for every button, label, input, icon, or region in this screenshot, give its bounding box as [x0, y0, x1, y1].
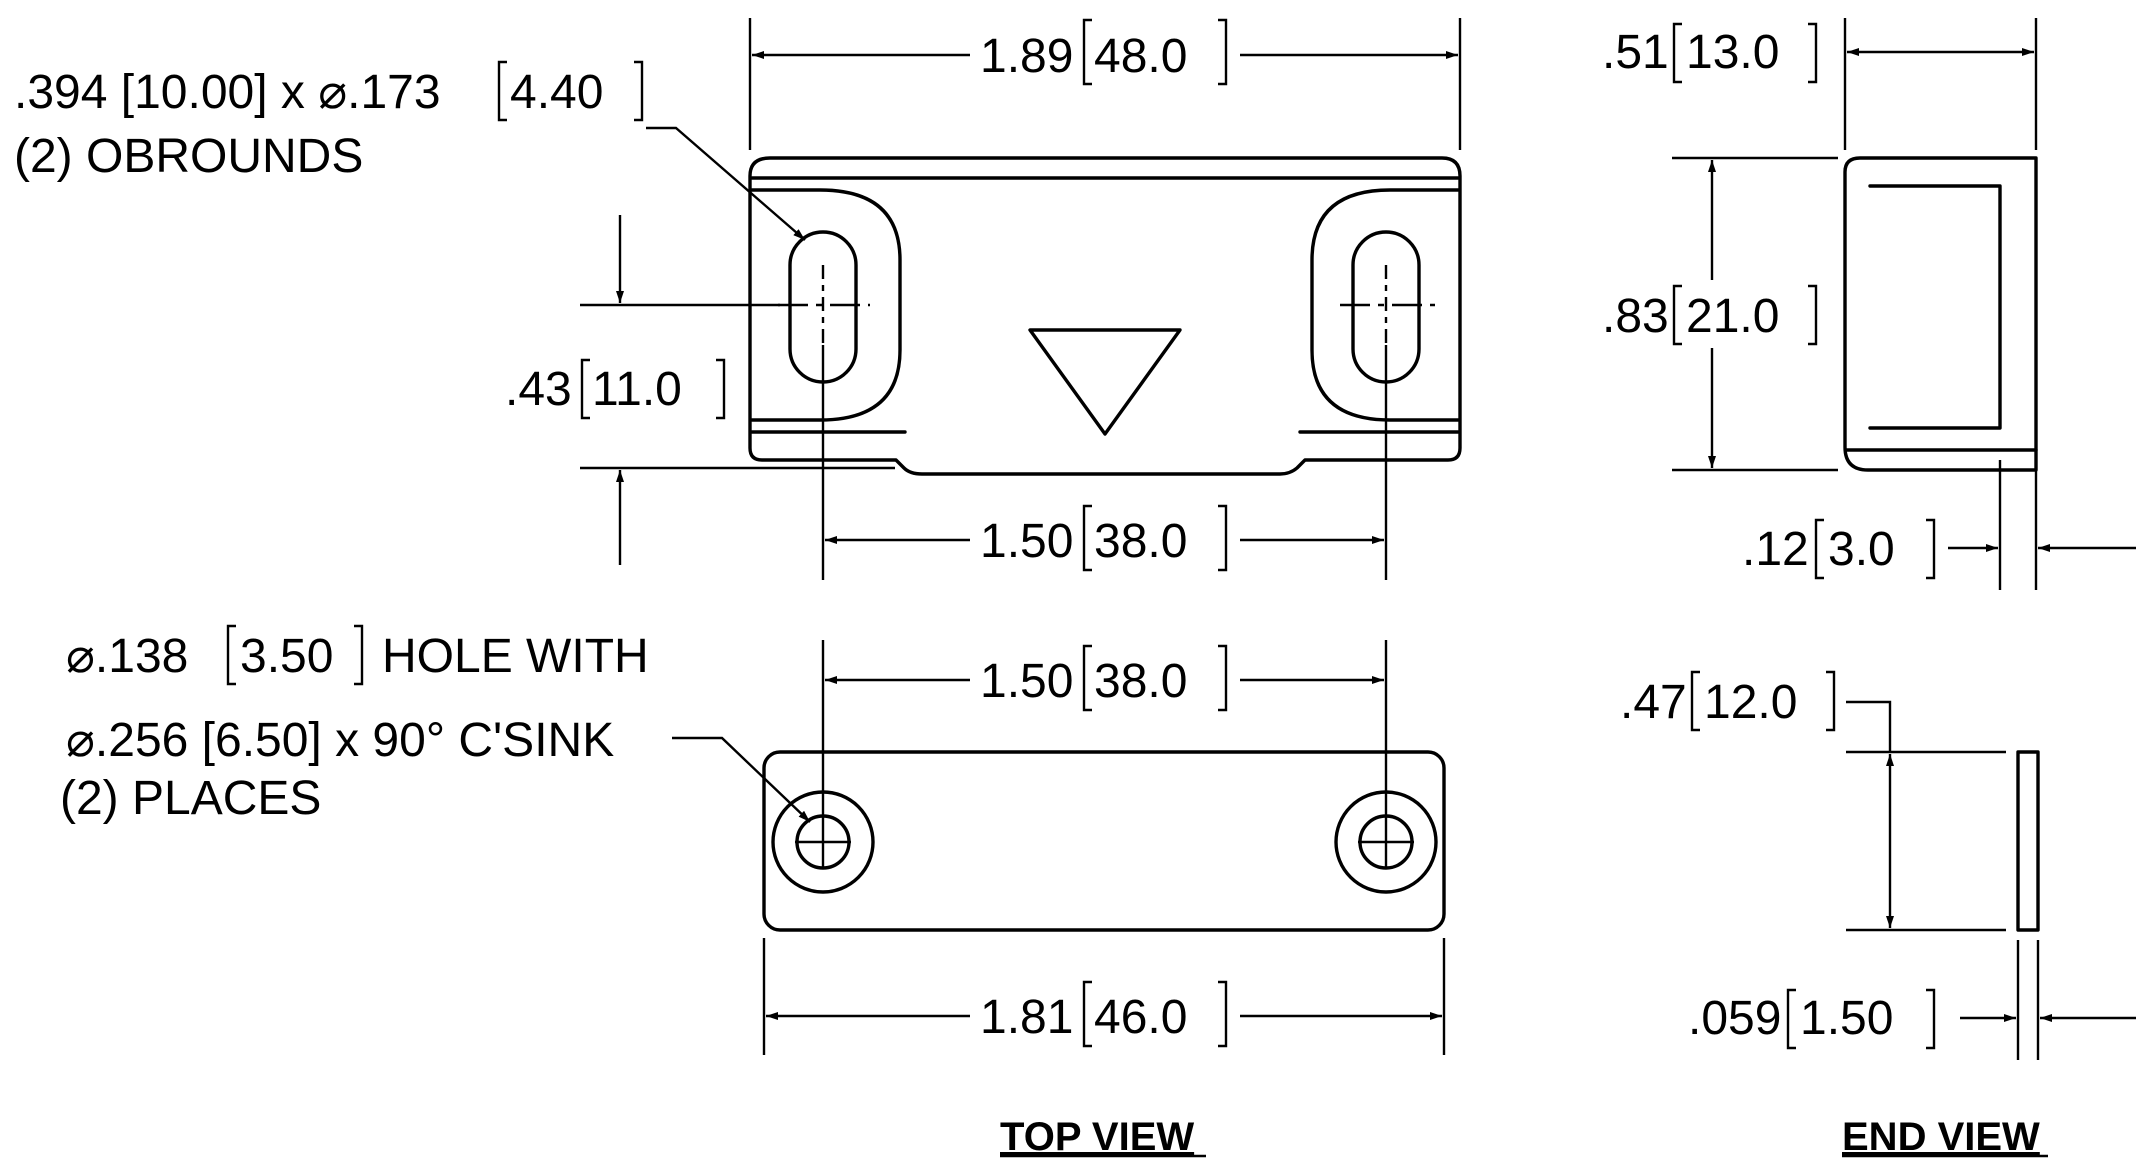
dim-text: 1.50 [980, 515, 1073, 568]
dim-text-mm: 21.0 [1686, 290, 1779, 343]
hole-callout-line3: (2) PLACES [60, 772, 321, 825]
dim-text-mm: 1.50 [1800, 992, 1893, 1045]
dim-text-mm: 12.0 [1704, 676, 1797, 729]
dim-upper-hole-spacing: 1.50 38.0 [821, 345, 1388, 580]
right-ear [1310, 188, 1460, 422]
dim-end-thickness: .12 3.0 [1742, 460, 2136, 590]
dim-text: 1.50 [980, 655, 1073, 708]
dim-text: .83 [1602, 290, 1669, 343]
hole-callout-line2: ⌀.256 [6.50] x 90° C'SINK [66, 714, 614, 767]
dim-text: .47 [1620, 676, 1687, 729]
lower-top-view [762, 750, 1446, 932]
dim-upper-overall-width: 1.89 48.0 [748, 18, 1462, 150]
left-ear [750, 188, 902, 422]
dim-upper-hole-offset: .43 11.0 [505, 215, 895, 565]
hole-callout-line1b: HOLE WITH [382, 630, 649, 683]
end-view-inner [1868, 184, 2002, 430]
dim-text-mm: 3.0 [1828, 523, 1895, 576]
top-view-title: TOP VIEW [1000, 1115, 1194, 1159]
upper-end-view [1843, 156, 2038, 472]
dim-text: 1.89 [980, 30, 1073, 83]
obround-callout-mm: 4.40 [510, 66, 603, 119]
dim-lower-hole-spacing: 1.50 38.0 [821, 640, 1388, 868]
dim-text: 1.81 [980, 991, 1073, 1044]
lower-end-view [2016, 750, 2040, 932]
hole-callout-mm: 3.50 [240, 630, 333, 683]
dim-end-depth: .51 13.0 [1602, 18, 2038, 150]
dim-plate-thickness: .059 1.50 [1688, 940, 2136, 1060]
dim-text-mm: 38.0 [1094, 515, 1187, 568]
dim-text-mm: 46.0 [1094, 991, 1187, 1044]
hole-callout-line1: ⌀.138 [66, 630, 188, 683]
dim-plate-height: .47 12.0 [1620, 670, 2006, 932]
plate-outline [762, 750, 1446, 932]
body-outline [748, 156, 1462, 476]
obround-callout-line1: .394 [10.00] x ⌀.173 [14, 66, 441, 119]
dim-text: .12 [1742, 523, 1809, 576]
dim-text: .51 [1602, 26, 1669, 79]
dim-lower-overall-width: 1.81 46.0 [762, 938, 1446, 1055]
plate-edge [2016, 750, 2040, 932]
dim-text-mm: 13.0 [1686, 26, 1779, 79]
obround-callout: .394 [10.00] x ⌀.173 4.40 (2) OBROUNDS [14, 60, 806, 241]
hole-callout: ⌀.138 3.50 HOLE WITH ⌀.256 [6.50] x 90° … [60, 624, 811, 825]
end-view-title: END VIEW [1842, 1115, 2040, 1159]
dim-text: .43 [505, 363, 572, 416]
dim-text: .059 [1688, 992, 1781, 1045]
dim-text-mm: 38.0 [1094, 655, 1187, 708]
direction-triangle [1028, 328, 1182, 436]
obround-callout-line2: (2) OBROUNDS [14, 130, 363, 183]
dim-text-mm: 11.0 [592, 363, 682, 416]
upper-top-view [748, 156, 1462, 476]
dim-end-height: .83 21.0 [1602, 156, 1838, 472]
dim-text-mm: 48.0 [1094, 30, 1187, 83]
end-view-outline [1843, 156, 2038, 472]
